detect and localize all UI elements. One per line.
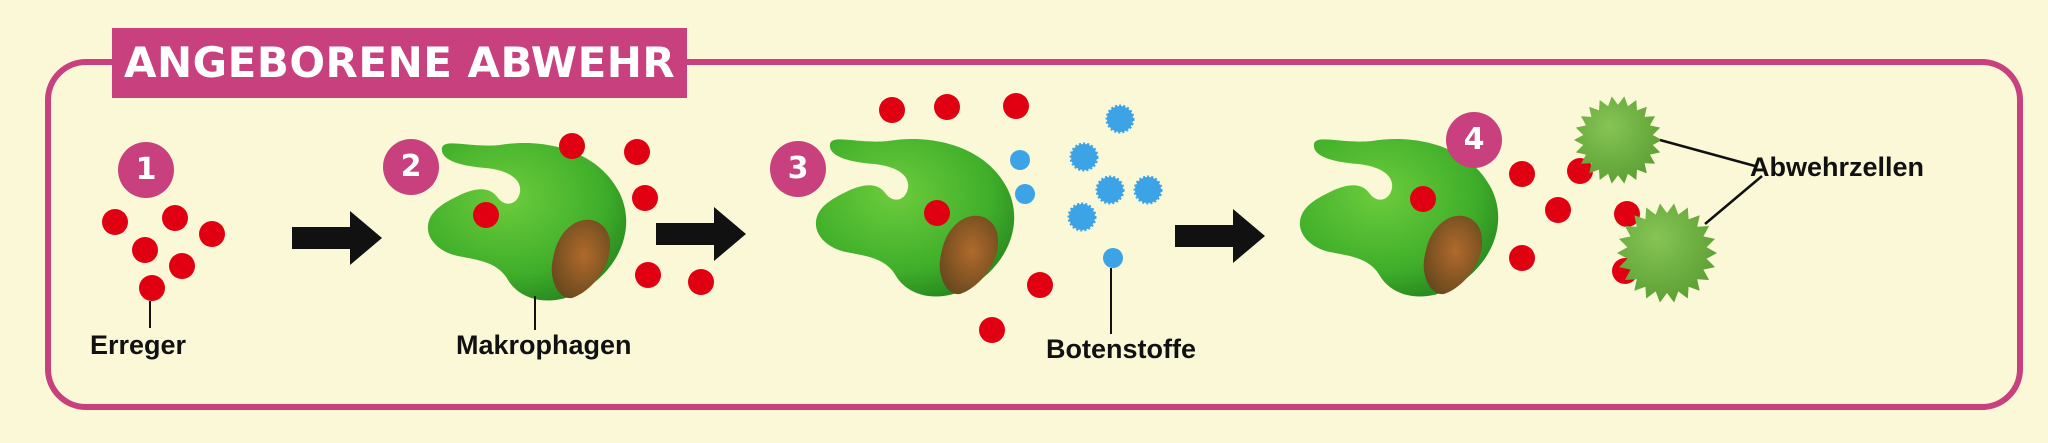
label-makrophagen: Makrophagen <box>456 330 632 360</box>
label-botenstoffe: Botenstoffe <box>1046 334 1196 364</box>
arrow-icon <box>656 207 746 261</box>
defense-cell <box>1574 96 1662 184</box>
defense-cells <box>1574 96 1717 303</box>
pathogen-group <box>473 133 714 295</box>
step-number: 1 <box>118 142 174 198</box>
abwehrzellen-leader <box>1704 175 1763 225</box>
step-number: 3 <box>770 141 826 197</box>
macrophage-cell <box>815 138 1015 297</box>
pathogen-cluster <box>102 205 225 301</box>
arrow-icon <box>1175 209 1265 263</box>
step-number: 4 <box>1446 112 1502 168</box>
abwehrzellen-leader <box>1659 138 1756 168</box>
label-abwehrzellen: Abwehrzellen <box>1750 152 1925 182</box>
defense-cell <box>1617 203 1717 303</box>
diagram-title: ANGEBORENE ABWEHR <box>112 28 688 98</box>
label-erreger: Erreger <box>90 330 187 360</box>
pathogen-group <box>879 93 1053 343</box>
messenger-molecules <box>1010 104 1163 268</box>
pathogen-group <box>1410 158 1640 284</box>
macrophage-cell <box>427 142 627 301</box>
diagram-frame <box>45 59 2023 410</box>
step-number: 2 <box>383 139 439 195</box>
arrow-icon <box>292 211 382 265</box>
